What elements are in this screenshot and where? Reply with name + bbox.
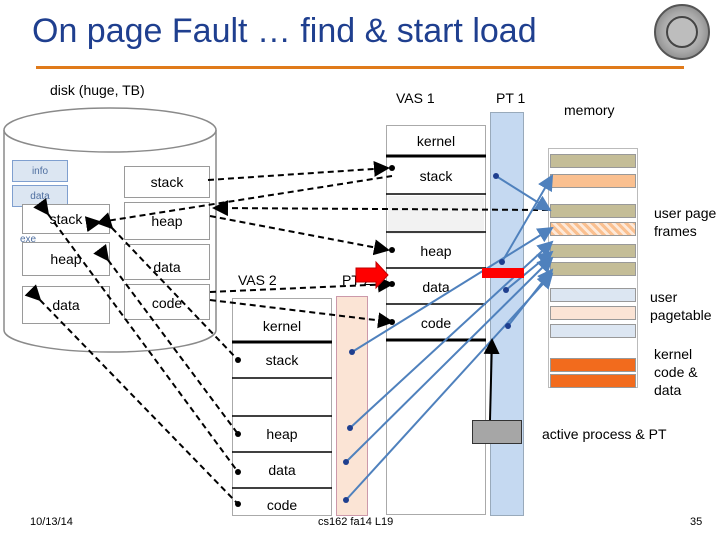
frame-pagetable[interactable]	[550, 324, 636, 338]
vas2-data-label: data	[268, 462, 296, 478]
footer-page-number: 35	[690, 516, 703, 528]
pt2-table[interactable]	[336, 296, 368, 516]
pt1-label: PT 1	[496, 90, 526, 106]
frame-kernel[interactable]	[550, 374, 636, 388]
vas2-column	[232, 298, 332, 516]
disk-info-label: info	[31, 165, 49, 177]
university-seal	[654, 4, 710, 60]
seal-center	[666, 16, 698, 48]
disk-data-label: data	[52, 297, 80, 313]
user-pagetable-label: user pagetable	[650, 289, 712, 323]
disk-data-small-label: data	[30, 190, 50, 202]
disk-exe-label: exe	[20, 234, 37, 245]
vas1-code-label: code	[420, 315, 452, 331]
kernel-code-data-label: kernel code & data	[654, 346, 698, 398]
page-title: On page Fault … find & start load	[32, 12, 537, 50]
vas2-code[interactable]: code	[232, 492, 332, 518]
vas1-stack[interactable]: stack	[386, 160, 486, 192]
vas2-heap[interactable]: heap	[232, 420, 332, 448]
frame-pagetable[interactable]	[550, 288, 636, 302]
frame-pagetable[interactable]	[550, 306, 636, 320]
footer-date: 10/13/14	[30, 516, 73, 528]
frame-kernel[interactable]	[550, 358, 636, 372]
vas1-heap-label: heap	[420, 243, 452, 259]
vas2-data[interactable]: data	[232, 456, 332, 484]
program-stack-label: stack	[150, 174, 184, 190]
active-process-register[interactable]	[472, 420, 522, 444]
vas2-kernel-label: kernel	[262, 318, 302, 334]
program-data-label: data	[153, 259, 181, 275]
program-heap-block[interactable]: heap	[124, 202, 210, 240]
program-data-block[interactable]: data	[124, 244, 210, 280]
vas2-heap-label: heap	[266, 426, 298, 442]
footer-course: cs162 fa14 L19	[318, 516, 394, 528]
vas1-code[interactable]: code	[386, 308, 486, 338]
disk-heap-label: heap	[50, 251, 82, 267]
program-heap-label: heap	[151, 213, 183, 229]
vas2-code-label: code	[266, 497, 298, 513]
vas2-stack-label: stack	[265, 352, 299, 368]
program-stack-block[interactable]: stack	[124, 166, 210, 198]
vas1-data[interactable]: data	[386, 272, 486, 302]
program-code-label: code	[151, 295, 183, 311]
disk-stack-label: stack	[49, 211, 83, 227]
disk-label: disk (huge, TB)	[50, 82, 145, 98]
vas1-stack-label: stack	[419, 168, 453, 184]
vas2-kernel[interactable]: kernel	[232, 312, 332, 340]
disk-info-file[interactable]: info	[12, 160, 68, 182]
active-process-label: active process & PT	[542, 426, 667, 442]
vas1-kernel[interactable]: kernel	[386, 126, 486, 156]
vas1-label: VAS 1	[396, 90, 435, 106]
vas1-data-label: data	[422, 279, 450, 295]
user-page-frames-label: user page frames	[654, 205, 717, 239]
vas1-heap[interactable]: heap	[386, 236, 486, 266]
vas1-kernel-label: kernel	[416, 133, 456, 149]
memory-label: memory	[564, 102, 615, 118]
vas2-stack[interactable]: stack	[232, 346, 332, 374]
frame-olive[interactable]	[550, 154, 636, 168]
title-rule	[36, 66, 684, 69]
vas2-label: VAS 2	[238, 272, 277, 288]
